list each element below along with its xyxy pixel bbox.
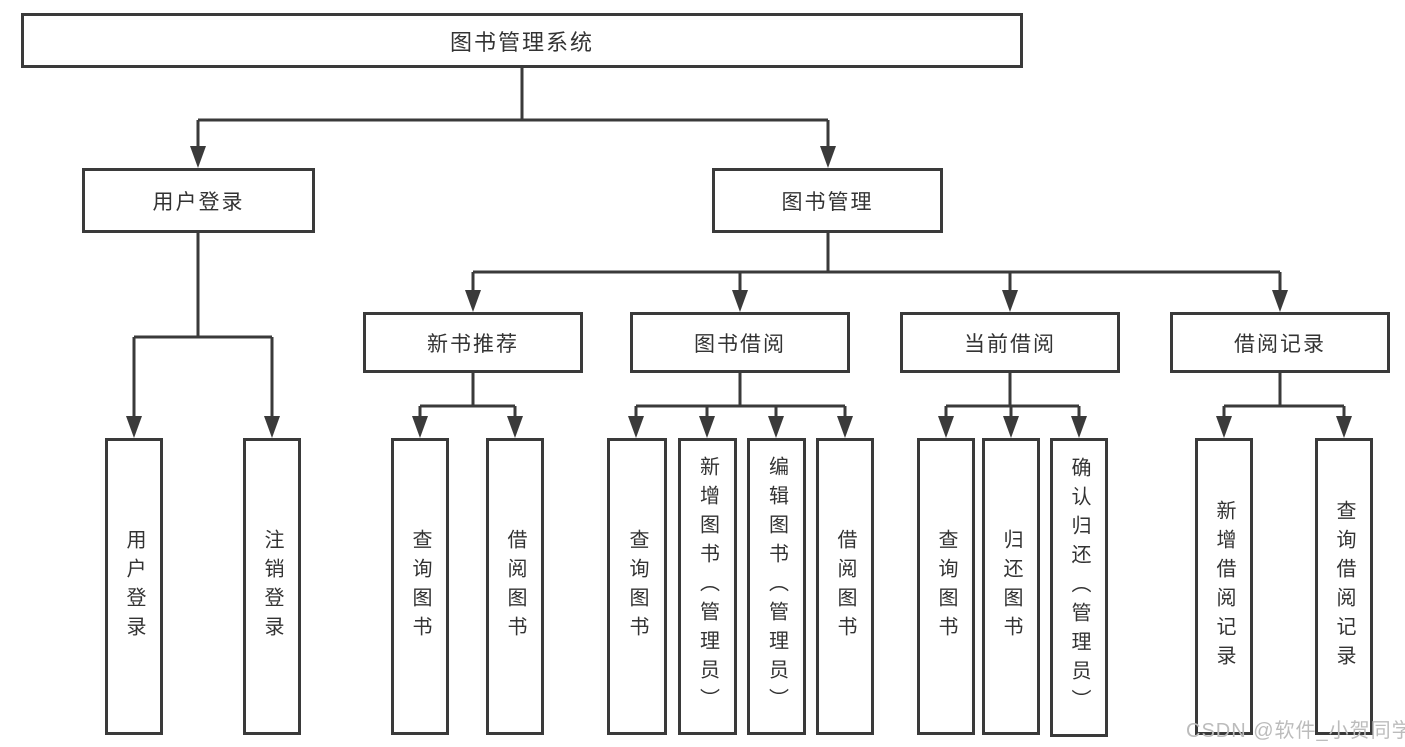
node-user-login: 用户登录 [82,168,315,233]
connector-book-borrowing-branch [628,373,853,438]
node-label: 新增图书（管理员） [696,456,719,717]
connector-user-login-branch [126,233,280,438]
node-leaf-query-books-newbook: 查询图书 [391,438,449,735]
connector-new-book-branch [412,373,523,438]
node-label: 图书借阅 [694,332,786,356]
arrow-down-icon [126,416,142,438]
node-leaf-borrow-books: 借阅图书 [816,438,874,735]
node-label: 新增借阅记录 [1213,499,1235,674]
node-leaf-query-books-borrow: 查询图书 [607,438,667,735]
connector-book-management-branch [465,233,1288,312]
node-label: 编辑图书（管理员） [765,456,788,717]
node-leaf-confirm-return-admin: 确认归还（管理员） [1050,438,1108,737]
arrow-down-icon [1002,290,1018,312]
arrow-down-icon [1003,416,1019,438]
arrow-down-icon [412,416,428,438]
node-label: 查询图书 [626,528,648,645]
arrow-down-icon [628,416,644,438]
arrow-down-icon [190,146,206,168]
node-label: 图书管理系统 [449,29,594,55]
arrow-down-icon [699,416,715,438]
node-label: 用户登录 [152,190,245,214]
node-label: 查询图书 [935,528,957,645]
node-label: 借阅图书 [504,528,526,645]
arrow-down-icon [820,146,836,168]
node-label: 新书推荐 [427,332,519,356]
arrow-down-icon [768,416,784,438]
node-label: 图书管理 [781,190,874,214]
node-label: 借阅图书 [834,528,856,645]
connector-current-borrowing-branch [938,373,1087,438]
node-leaf-borrow-books-newbook: 借阅图书 [486,438,544,735]
node-borrow-records: 借阅记录 [1170,312,1390,373]
arrow-down-icon [264,416,280,438]
arrow-down-icon [1071,416,1087,438]
node-book-management: 图书管理 [712,168,943,233]
node-leaf-return-books: 归还图书 [982,438,1040,735]
node-label: 用户登录 [123,528,145,645]
node-label: 注销登录 [261,528,283,645]
node-leaf-query-books-current: 查询图书 [917,438,975,735]
arrow-down-icon [837,416,853,438]
node-label: 确认归还（管理员） [1068,457,1090,718]
arrow-down-icon [1216,416,1232,438]
arrow-down-icon [1272,290,1288,312]
node-leaf-logout: 注销登录 [243,438,301,735]
arrow-down-icon [507,416,523,438]
node-label: 借阅记录 [1234,332,1326,356]
arrow-down-icon [938,416,954,438]
csdn-watermark: CSDN @软件_小贺同学 [1186,720,1405,742]
node-leaf-add-books-admin: 新增图书（管理员） [678,438,737,735]
connector-root-to-level2 [190,68,836,168]
arrow-down-icon [732,290,748,312]
node-library-management-system: 图书管理系统 [21,13,1023,68]
node-leaf-user-login: 用户登录 [105,438,163,735]
node-new-book-recommend: 新书推荐 [363,312,583,373]
node-label: 查询图书 [409,528,431,645]
node-label: 查询借阅记录 [1333,499,1355,674]
node-leaf-edit-books-admin: 编辑图书（管理员） [747,438,806,735]
node-book-borrowing: 图书借阅 [630,312,850,373]
node-current-borrowing: 当前借阅 [900,312,1120,373]
node-label: 归还图书 [1000,528,1022,645]
node-leaf-query-borrow-record: 查询借阅记录 [1315,438,1373,735]
arrow-down-icon [1336,416,1352,438]
arrow-down-icon [465,290,481,312]
connector-borrow-records-branch [1216,373,1352,438]
node-label: 当前借阅 [964,332,1056,356]
node-leaf-add-borrow-record: 新增借阅记录 [1195,438,1253,735]
